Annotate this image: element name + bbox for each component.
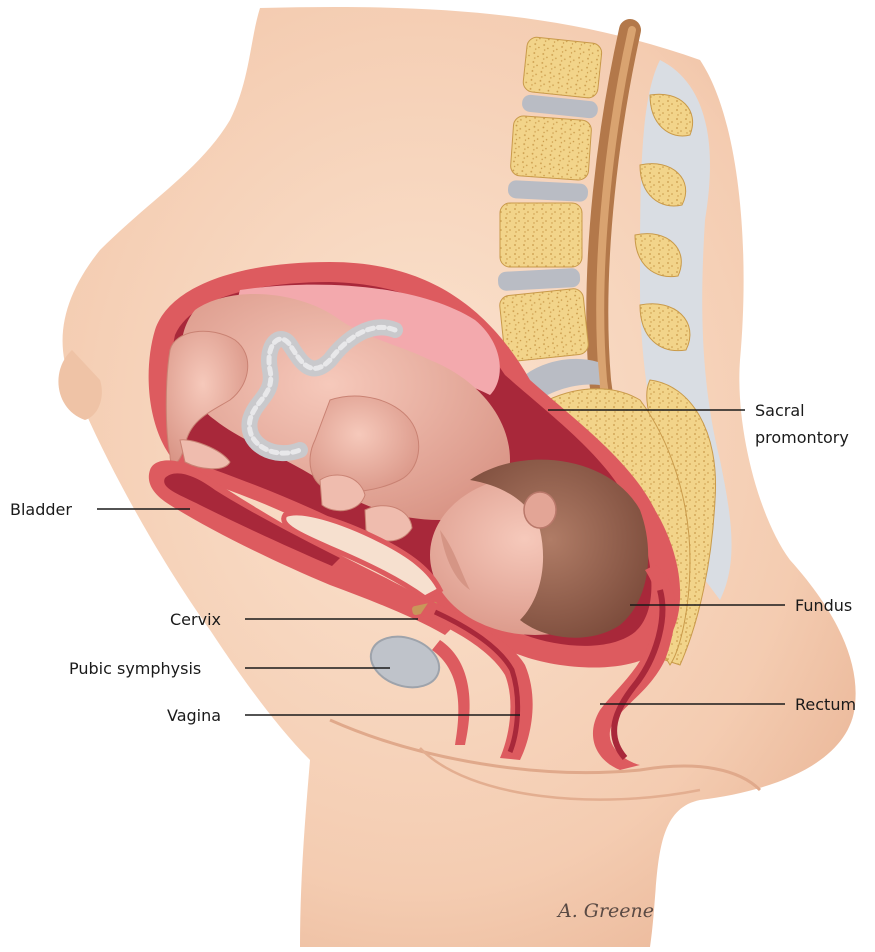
label-cervix: Cervix <box>170 610 221 629</box>
label-sacral-line2: promontory <box>755 428 849 447</box>
vertebra-2 <box>510 115 592 180</box>
vertebra-1 <box>522 36 602 99</box>
label-vagina: Vagina <box>167 706 221 725</box>
label-bladder: Bladder <box>10 500 72 519</box>
label-sacral-line1: Sacral <box>755 401 805 420</box>
label-fundus: Fundus <box>795 596 852 615</box>
vertebra-3 <box>500 203 582 267</box>
vertebra-4 <box>499 288 589 362</box>
artist-signature: A. Greene <box>556 900 654 922</box>
label-pubic-symphysis: Pubic symphysis <box>69 659 201 678</box>
fetus-ear <box>524 492 556 528</box>
label-rectum: Rectum <box>795 695 856 714</box>
